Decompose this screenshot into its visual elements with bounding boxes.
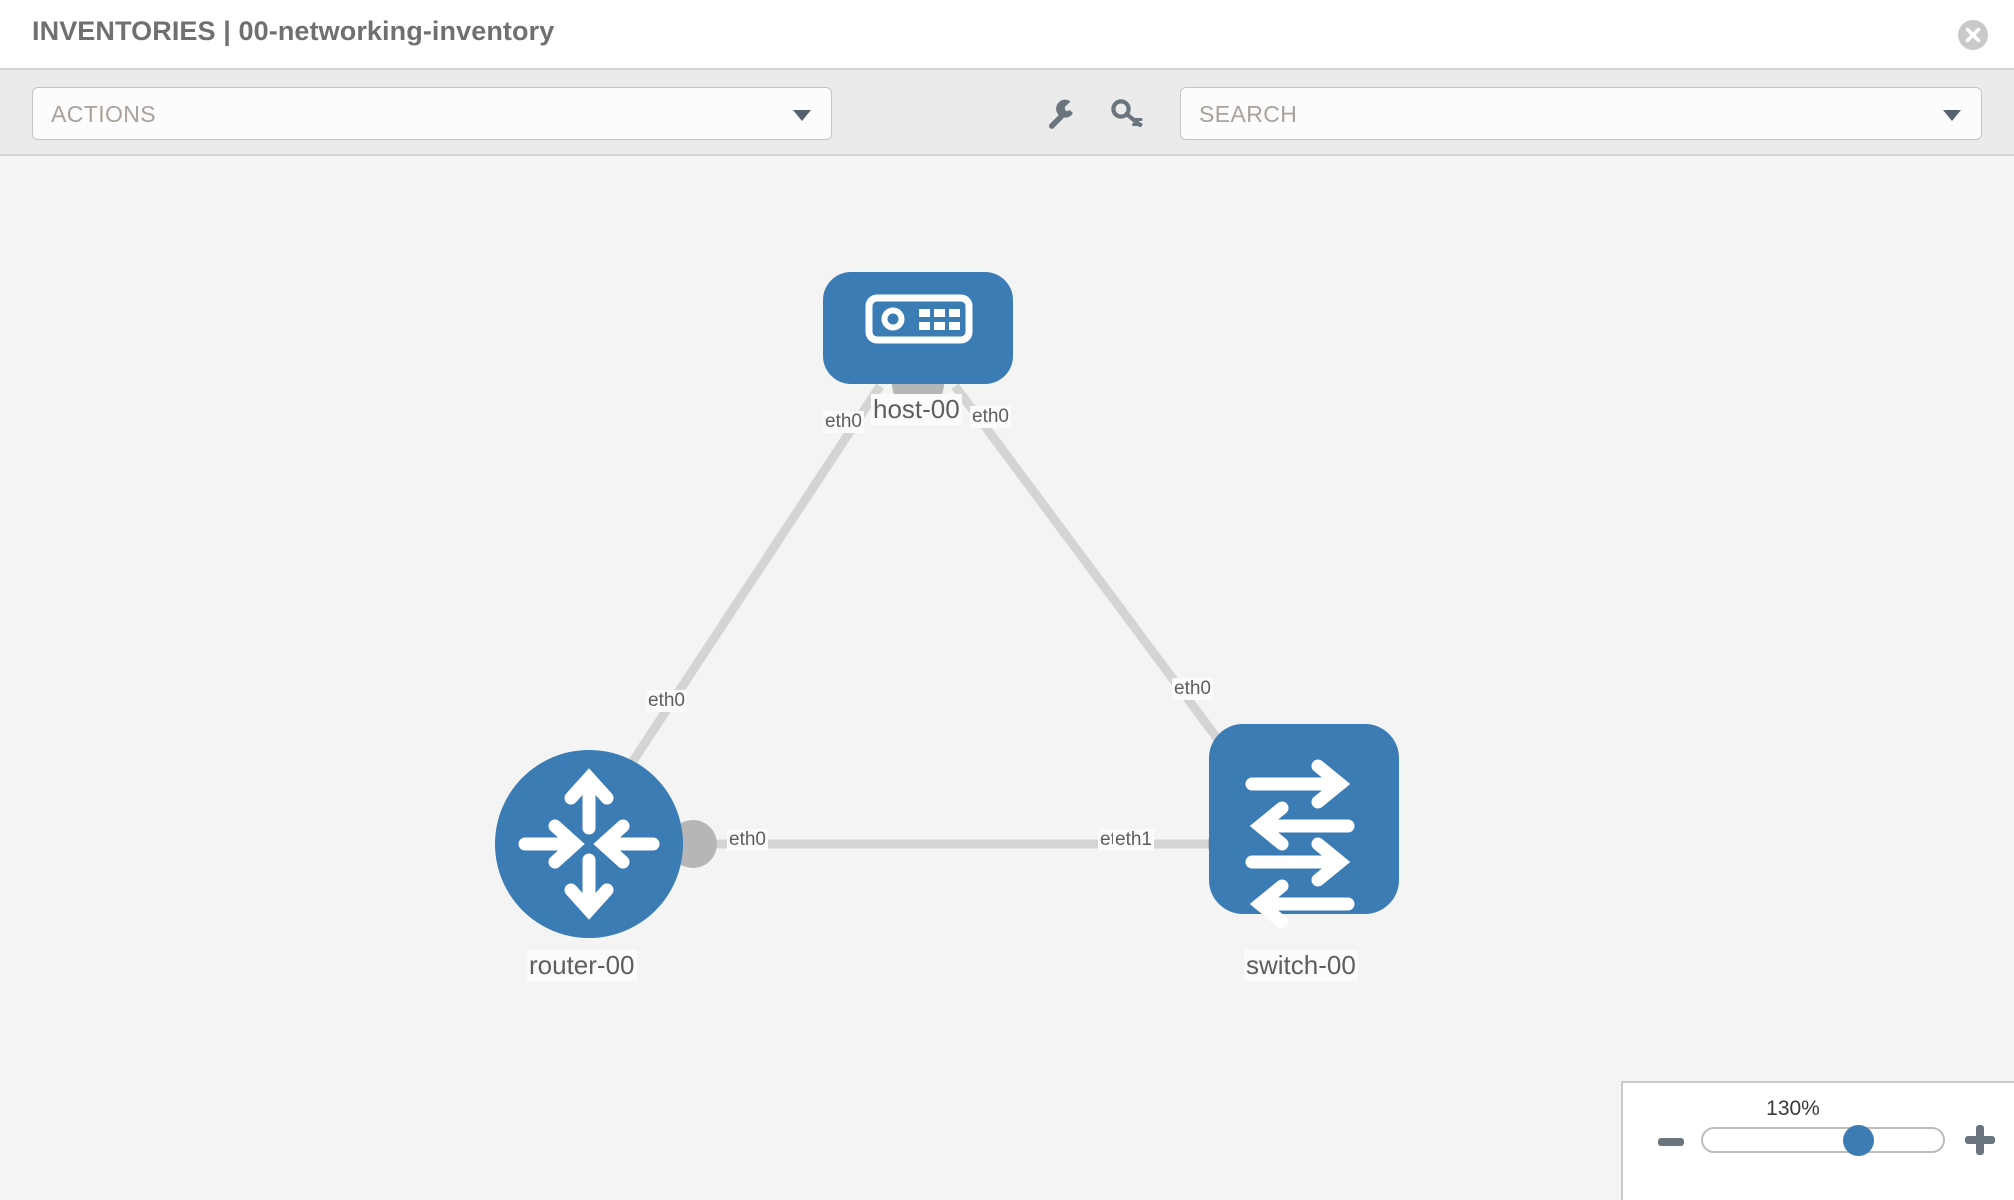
node-switch-00[interactable] (1209, 724, 1399, 929)
iface-label-router-eth0-right: eth0 (727, 829, 768, 851)
node-host-00-shape[interactable] (823, 272, 1013, 384)
zoom-slider-thumb[interactable] (1843, 1125, 1874, 1156)
wrench-icon[interactable] (1040, 94, 1080, 134)
plus-icon[interactable] (1963, 1123, 1997, 1157)
iface-label-router-eth0-up: eth0 (646, 690, 687, 712)
edge-host-switch[interactable] (951, 383, 1264, 799)
key-icon[interactable] (1108, 94, 1148, 134)
topology-connectors (669, 358, 1265, 868)
page-header: INVENTORIES | 00-networking-inventory (0, 0, 2014, 68)
node-router-00-shape[interactable] (495, 750, 683, 938)
iface-label-host-eth0-right: eth0 (970, 406, 1011, 428)
page-title: INVENTORIES | 00-networking-inventory (32, 16, 555, 46)
node-router-00[interactable] (495, 750, 683, 938)
minus-icon[interactable] (1657, 1128, 1685, 1156)
router-arrows-icon (518, 768, 660, 920)
switch-arrows-icon (1245, 759, 1355, 929)
edge-host-router[interactable] (606, 383, 884, 799)
topology-canvas[interactable]: host-00 router-00 switch-00 eth0 eth0 et… (0, 156, 2014, 1200)
node-host-00[interactable] (823, 272, 1013, 384)
actions-dropdown[interactable]: ACTIONS (32, 87, 832, 140)
server-icon (865, 294, 973, 344)
chevron-down-icon (793, 110, 811, 121)
node-switch-00-shape[interactable] (1209, 724, 1399, 914)
node-label-router-00: router-00 (527, 950, 637, 981)
topology-graph (495, 272, 1399, 938)
zoom-control-panel: 130% (1621, 1081, 2014, 1200)
search-input[interactable]: SEARCH (1180, 87, 1982, 140)
chevron-down-icon[interactable] (1943, 110, 1961, 121)
node-label-switch-00: switch-00 (1244, 950, 1358, 981)
iface-label-host-eth0-left: eth0 (823, 411, 864, 433)
zoom-slider-track[interactable] (1701, 1127, 1945, 1153)
search-placeholder-label: SEARCH (1199, 101, 1298, 127)
topology-edges (606, 383, 1265, 849)
iface-label-switch-eth1: eth1 (1113, 829, 1154, 851)
toolbar: ACTIONS SEARCH (0, 68, 2014, 156)
zoom-percent-label: 130% (1766, 1097, 1820, 1120)
actions-dropdown-label: ACTIONS (51, 101, 157, 127)
iface-label-switch-eth0-up: eth0 (1172, 678, 1213, 700)
node-label-host-00: host-00 (871, 394, 962, 425)
close-icon[interactable] (1958, 20, 1988, 50)
